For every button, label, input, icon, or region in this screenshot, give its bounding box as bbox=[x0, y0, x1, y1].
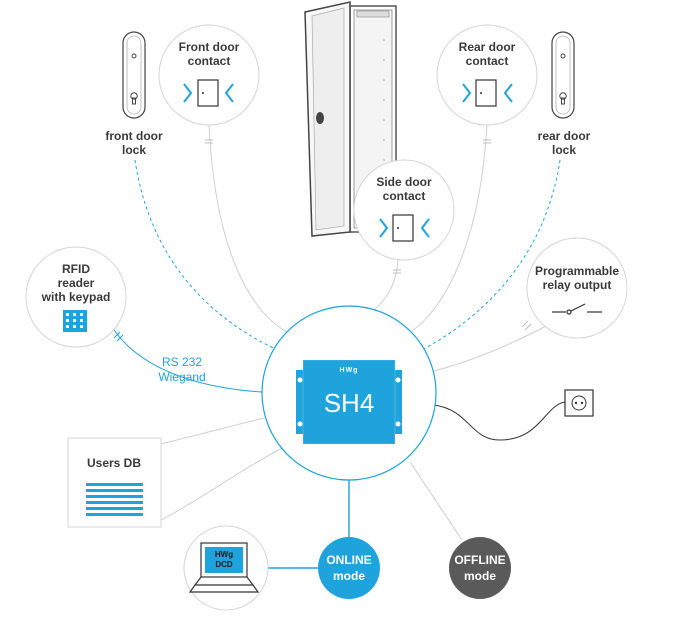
keypad-icon bbox=[63, 310, 87, 332]
rear-door-contact-node: Rear door contact bbox=[436, 24, 538, 126]
connector-tick bbox=[483, 139, 491, 144]
database-list-icon bbox=[86, 483, 143, 516]
dcd-label-2: DCD bbox=[215, 560, 233, 569]
rfid-label-2: reader bbox=[58, 276, 95, 290]
line-rear-door-lock bbox=[417, 159, 561, 353]
line-offline bbox=[409, 461, 463, 541]
users-db-label: Users DB bbox=[87, 456, 141, 470]
front-door-contact-label-2: contact bbox=[188, 54, 231, 68]
rfid-protocol-label-2: Wiegand bbox=[158, 370, 205, 384]
dcd-node: HWg DCD bbox=[183, 525, 269, 611]
rear-door-lock-label-1: rear door bbox=[538, 129, 591, 143]
sh4-hub-node: HWg SH4 bbox=[261, 305, 437, 481]
connection-lines bbox=[111, 123, 566, 569]
online-label-2: mode bbox=[333, 569, 365, 583]
rfid-label-1: RFID bbox=[62, 262, 90, 276]
relay-label-2: relay output bbox=[543, 278, 612, 292]
line-power bbox=[433, 401, 566, 441]
relay-label-1: Programmable bbox=[535, 264, 619, 278]
front-door-lock-label-2: lock bbox=[122, 143, 146, 157]
offline-label-1: OFFLINE bbox=[454, 553, 505, 567]
offline-mode-node: OFFLINE mode bbox=[449, 537, 511, 599]
users-db-node: Users DB bbox=[67, 437, 162, 528]
line-relay bbox=[429, 324, 549, 373]
relay-switch-icon bbox=[552, 303, 602, 315]
line-front-door-contact bbox=[208, 123, 301, 339]
line-users-db bbox=[160, 417, 265, 445]
front-door-contact-label-1: Front door bbox=[179, 40, 240, 54]
rear-door-lock: rear door lock bbox=[538, 31, 591, 157]
rfid-label-3: with keypad bbox=[41, 290, 111, 304]
connector-tick bbox=[521, 320, 532, 331]
side-door-contact-label-2: contact bbox=[383, 189, 426, 203]
power-socket-icon bbox=[564, 389, 594, 417]
front-door-lock-label-1: front door bbox=[105, 129, 163, 143]
rfid-protocol-label-1: RS 232 bbox=[162, 355, 202, 369]
sh4-device-icon: HWg SH4 bbox=[296, 359, 402, 445]
door-contact-icon bbox=[462, 79, 513, 107]
online-label-1: ONLINE bbox=[326, 553, 371, 567]
door-contact-icon bbox=[183, 79, 234, 107]
side-door-contact-node: Side door contact bbox=[353, 159, 455, 261]
line-front-door-lock bbox=[134, 159, 283, 353]
rear-door-contact-label-2: contact bbox=[466, 54, 509, 68]
door-contact-icon bbox=[379, 214, 430, 242]
offline-label-2: mode bbox=[464, 569, 496, 583]
line-users-db-2 bbox=[160, 447, 283, 521]
lock-handle-icon bbox=[122, 31, 146, 119]
relay-output-node: Programmable relay output bbox=[526, 237, 628, 339]
connector-tick bbox=[393, 269, 401, 274]
rear-door-contact-label-1: Rear door bbox=[459, 40, 516, 54]
computer-icon: HWg DCD bbox=[188, 542, 260, 593]
connector-tick bbox=[113, 331, 124, 342]
dcd-label-1: HWg bbox=[215, 550, 233, 559]
hub-brand: HWg bbox=[340, 367, 359, 374]
hub-label: SH4 bbox=[324, 388, 375, 418]
front-door-contact-node: Front door contact bbox=[158, 24, 260, 126]
connector-tick bbox=[205, 139, 213, 144]
line-rear-door-contact bbox=[399, 123, 488, 339]
online-mode-node: ONLINE mode bbox=[318, 537, 380, 599]
line-rfid bbox=[111, 326, 263, 393]
side-door-contact-label-1: Side door bbox=[376, 175, 432, 189]
rear-door-lock-label-2: lock bbox=[552, 143, 576, 157]
rfid-reader-node: RFID reader with keypad bbox=[25, 246, 127, 348]
front-door-lock: front door lock bbox=[105, 31, 163, 157]
lock-handle-icon bbox=[551, 31, 575, 119]
